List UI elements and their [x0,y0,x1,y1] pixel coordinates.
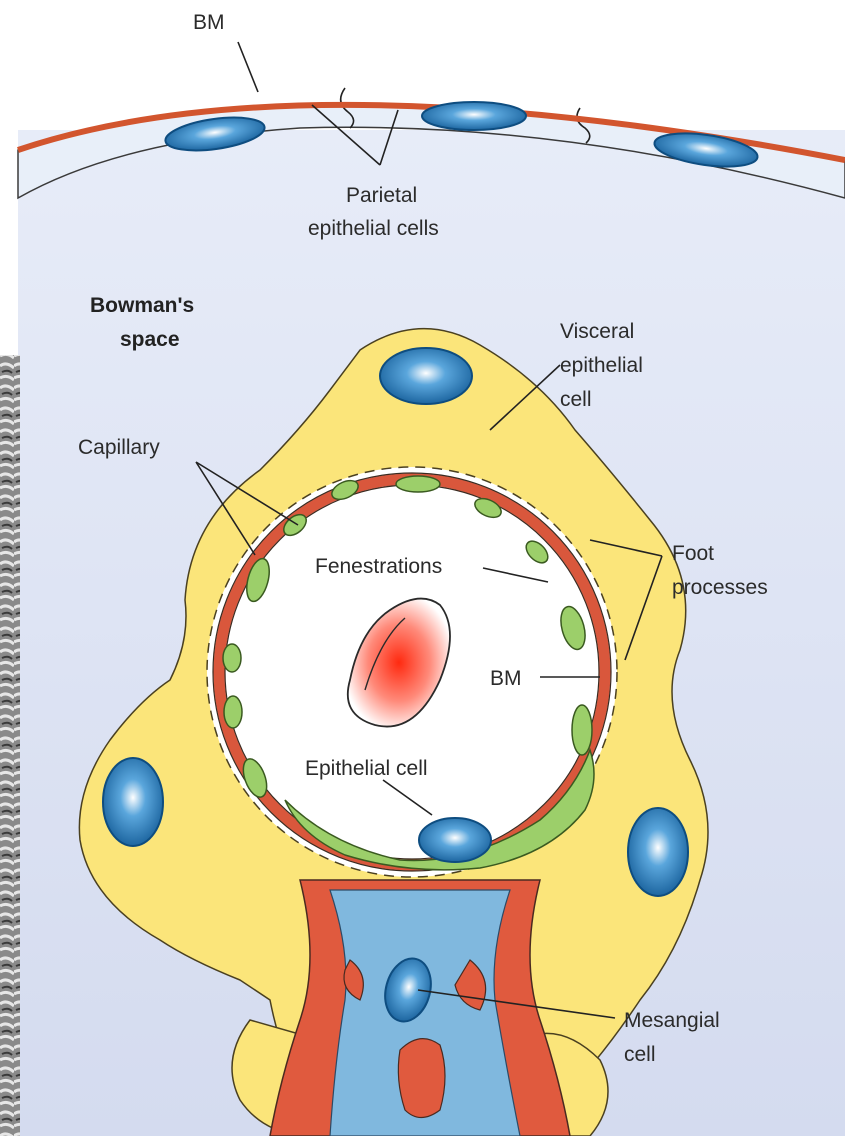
endothelium-segment [396,476,440,492]
label-fenestrations: Fenestrations [315,555,442,578]
label-bm-inner: BM [490,667,522,690]
label-bowman-2: space [120,328,180,351]
label-bm-top: BM [193,11,225,34]
label-foot-2: processes [672,576,768,599]
label-capillary: Capillary [78,436,160,459]
parietal-nucleus-2 [422,102,526,130]
visceral-nucleus-top [380,348,472,404]
endothelial-nucleus [419,818,491,862]
label-bowman-1: Bowman's [90,294,194,317]
label-visceral-1: Visceral [560,320,634,343]
mesangial-red-patch-1 [398,1039,445,1118]
label-epithelial-cell: Epithelial cell [305,757,428,780]
visceral-nucleus-right [628,808,688,896]
label-foot-1: Foot [672,542,714,565]
endothelium-segment [223,644,241,672]
label-visceral-2: epithelial [560,354,643,377]
label-mesangial-1: Mesangial [624,1009,720,1032]
endothelium-segment [224,696,242,728]
micrograph-strip [0,355,20,1136]
label-mesangial-2: cell [624,1043,656,1066]
visceral-nucleus-left [103,758,163,846]
label-visceral-3: cell [560,388,592,411]
label-parietal-2: epithelial cells [308,217,439,240]
label-parietal-1: Parietal [346,184,417,207]
endothelium-segment [572,705,592,755]
top-left-margin [0,20,12,210]
